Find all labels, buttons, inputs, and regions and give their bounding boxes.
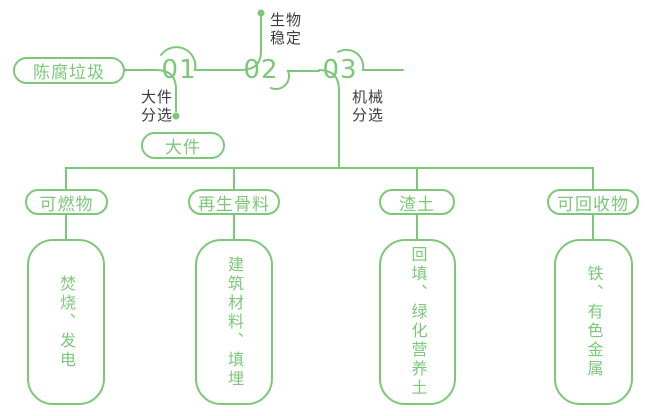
bulky-item-node: 大件 bbox=[141, 132, 225, 159]
step-label-bio-stabilization: 生物 稳定 bbox=[270, 11, 303, 47]
category-node-slag-soil: 渣土 bbox=[379, 189, 455, 215]
line-step01-to-step02 bbox=[160, 46, 242, 71]
step-label-mechanical-sorting: 机械 分选 bbox=[352, 88, 385, 124]
step-number-03: 03 bbox=[322, 55, 358, 85]
step-number-01: 01 bbox=[161, 55, 197, 85]
use-box-combustibles: 焚烧、发电 bbox=[27, 239, 105, 405]
use-box-slag-soil: 回填、绿化营养土 bbox=[379, 239, 456, 405]
use-text: 焚烧、发电 bbox=[57, 274, 76, 370]
category-label: 可回收物 bbox=[557, 194, 629, 215]
category-node-combustibles: 可燃物 bbox=[25, 189, 108, 215]
use-text: 铁、有色金属 bbox=[584, 265, 604, 379]
category-label: 渣土 bbox=[399, 194, 435, 215]
line-source-to-step01 bbox=[124, 69, 177, 112]
bulky-node-dot bbox=[172, 112, 180, 120]
use-box-recyclables: 铁、有色金属 bbox=[554, 239, 633, 405]
step-number-02: 02 bbox=[243, 55, 279, 85]
category-label: 可燃物 bbox=[39, 194, 94, 215]
category-node-recyclables: 可回收物 bbox=[547, 189, 639, 215]
source-node: 陈腐垃圾 bbox=[13, 57, 125, 84]
line-step03-stem-down bbox=[318, 69, 340, 169]
use-box-recycled-aggregate: 建筑材料、填埋 bbox=[195, 239, 273, 405]
line-step02-to-step03 bbox=[270, 70, 320, 90]
step-label-bulky-sorting: 大件 分选 bbox=[141, 88, 174, 124]
category-label: 再生骨料 bbox=[198, 194, 270, 215]
line-step03-exit bbox=[337, 48, 404, 71]
use-text: 建筑材料、填埋 bbox=[225, 255, 244, 389]
category-node-recycled-aggregate: 再生骨料 bbox=[188, 189, 280, 215]
use-text: 回填、绿化营养土 bbox=[408, 246, 428, 398]
line-step02-stem-up bbox=[240, 16, 262, 71]
bulky-item-label: 大件 bbox=[165, 138, 201, 158]
branch-bus-line bbox=[65, 167, 594, 190]
source-label: 陈腐垃圾 bbox=[33, 63, 105, 83]
bio-node-dot bbox=[257, 9, 265, 17]
